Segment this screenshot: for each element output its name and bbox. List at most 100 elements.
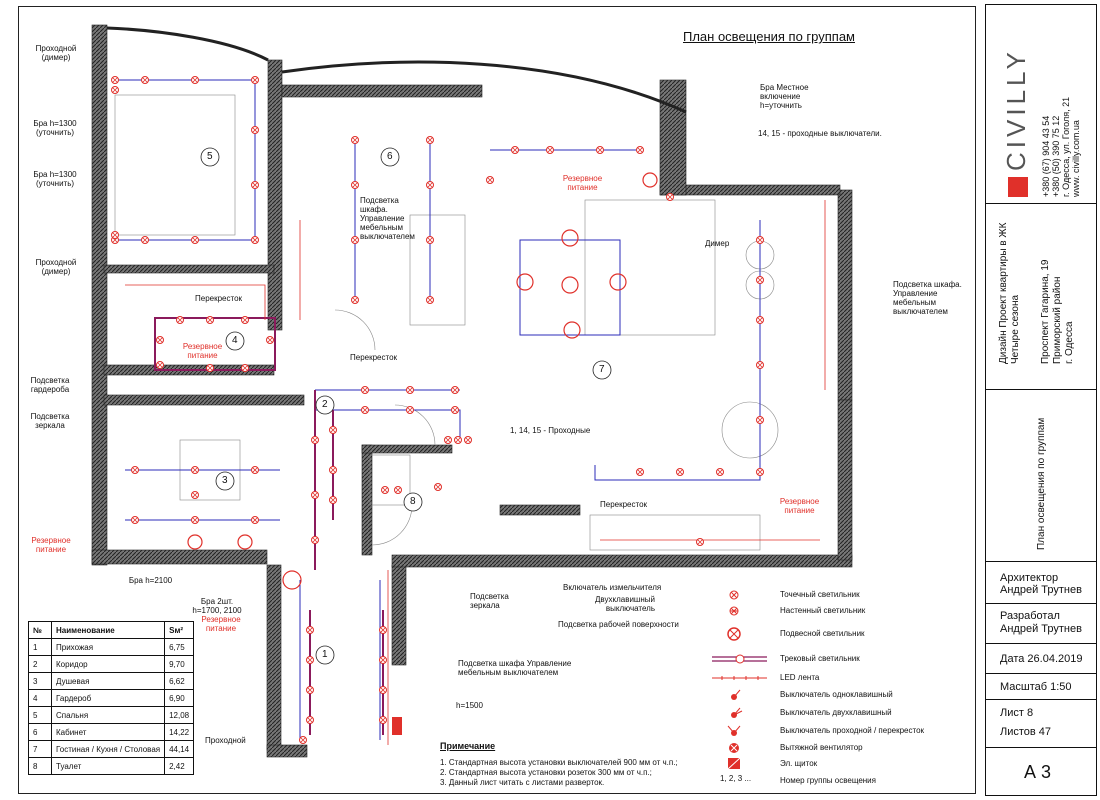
legend-label: Точечный светильник xyxy=(780,590,860,599)
room-number-2: 2 xyxy=(322,399,328,410)
spot-light-icon xyxy=(716,468,724,476)
cell-area: 9,70 xyxy=(164,655,195,673)
spot-light-icon xyxy=(191,76,199,84)
room-number-7: 7 xyxy=(599,364,605,375)
cell-area: 6,75 xyxy=(164,638,195,656)
annotation-crossing-3: Перекресток xyxy=(600,500,648,509)
cell-number: 2 xyxy=(28,655,52,673)
track-light-icon xyxy=(712,654,767,664)
legend-label: Выключатель проходной / перекресток xyxy=(780,726,925,735)
annotation-worktop-light: Подсветка рабочей поверхности xyxy=(558,620,679,629)
title-block: CIVILLY +380 (67) 904 43 54 +380 (50) 39… xyxy=(985,4,1097,796)
cell-area: 12,08 xyxy=(164,706,195,724)
project-cell: Дизайн Проект квартиры в ЖК Четыре сезон… xyxy=(986,203,1096,389)
spot-light-icon xyxy=(311,491,319,499)
cell-name: Коридор xyxy=(50,655,166,673)
room-number-5: 5 xyxy=(207,151,213,162)
fixtures xyxy=(111,76,764,744)
cell-name: Спальня xyxy=(50,706,166,724)
format: А 3 xyxy=(1024,762,1052,782)
spot-light-icon xyxy=(756,236,764,244)
pass-switch-icon xyxy=(727,725,741,736)
sheet-total: Листов 47 xyxy=(1000,726,1052,738)
developer-role: Разработал xyxy=(1000,610,1060,622)
annotation-reserve-3: Резервное питание xyxy=(182,342,223,360)
spot-light-icon xyxy=(434,483,442,491)
led-strips xyxy=(125,200,826,745)
electrical-panel-icon xyxy=(727,757,741,770)
cell-number: 8 xyxy=(28,757,52,775)
date: Дата 26.04.2019 xyxy=(1000,653,1083,665)
sheet-title-cell: План освещения по группам xyxy=(986,389,1096,561)
legend-item: Настенный светильник xyxy=(712,604,962,618)
legend-label: Подвесной светильник xyxy=(780,629,865,638)
developer-cell: Разработал Андрей Трутнев xyxy=(986,603,1096,643)
cell-number: 4 xyxy=(28,689,52,707)
legend-label: Эл. щиток xyxy=(780,759,818,768)
annotation-dimmer: Димер xyxy=(705,239,730,248)
room-number-circles xyxy=(200,147,612,665)
legend-label: Выключатель одноклавишный xyxy=(780,690,893,699)
spot-light-icon xyxy=(426,236,434,244)
facade-curve-2 xyxy=(281,60,687,114)
cell-number: 7 xyxy=(28,740,52,758)
cell-number: 5 xyxy=(28,706,52,724)
spot-light-icon xyxy=(251,236,259,244)
room-number-6: 6 xyxy=(387,151,393,162)
legend-label: LED лента xyxy=(780,673,820,682)
wall-light-icon xyxy=(729,606,739,616)
legend-label: Вытяжной вентилятор xyxy=(780,743,863,752)
spot-light-icon xyxy=(351,296,359,304)
annotation-passage-dimmer-2: Проходной (димер) xyxy=(35,258,77,276)
spot-light-icon xyxy=(251,181,259,189)
spot-light-icon xyxy=(306,626,314,634)
double-switch-icon xyxy=(731,707,743,718)
spot-light-icon xyxy=(141,76,149,84)
spot-light-icon xyxy=(206,316,214,324)
legend-label: Трековый светильник xyxy=(780,654,860,663)
date-cell: Дата 26.04.2019 xyxy=(986,643,1096,673)
spot-light-icon xyxy=(696,538,704,546)
annotation-h1500: h=1500 xyxy=(456,701,483,710)
walls xyxy=(91,24,853,758)
spot-light-icon xyxy=(176,316,184,324)
legend-item: Выключатель двухклавишный xyxy=(712,706,962,720)
note-2: 2. Стандартная высота установки розеток … xyxy=(440,768,652,777)
note-3: 3. Данный лист читать с листами разверто… xyxy=(440,778,605,787)
legend-number-sample: 1, 2, 3 ... xyxy=(720,774,752,783)
spot-light-icon xyxy=(511,146,519,154)
spot-light-icon xyxy=(426,296,434,304)
annotation-crossing-1: Перекресток xyxy=(195,294,243,303)
spot-light-icon xyxy=(251,76,259,84)
annotation-reserve-5: Резервное питание xyxy=(779,497,820,515)
cell-area: 6,90 xyxy=(164,689,195,707)
annotation-bra-2pcs: Бра 2шт. h=1700, 2100 xyxy=(192,597,242,615)
col-area: Sм² xyxy=(164,621,195,639)
spot-light-icon xyxy=(756,276,764,284)
legend-item: LED лента xyxy=(712,671,962,685)
pendant-light-icon xyxy=(727,627,741,641)
spot-light-icon xyxy=(636,146,644,154)
legend-item: Выключатель проходной / перекресток xyxy=(712,724,962,738)
annotation-double-switch: Двухклавишный выключатель xyxy=(595,595,655,613)
spot-light-icon xyxy=(379,656,387,664)
annotation-switch-grinder: Включатель измельчителя xyxy=(563,583,662,592)
spot-light-icon xyxy=(676,468,684,476)
spot-light-icon xyxy=(111,231,119,239)
annotation-bra-local: Бра Местное включение h=уточнить xyxy=(760,83,809,110)
spot-light-icon xyxy=(251,466,259,474)
spot-light-icon xyxy=(636,468,644,476)
cell-number: 3 xyxy=(28,672,52,690)
spot-light-icon xyxy=(546,146,554,154)
legend-item: Номер группы освещения xyxy=(712,774,962,788)
spot-light-icon xyxy=(379,716,387,724)
spot-light-icon xyxy=(329,426,337,434)
spot-light-icon xyxy=(241,364,249,372)
spot-light-icon xyxy=(756,361,764,369)
